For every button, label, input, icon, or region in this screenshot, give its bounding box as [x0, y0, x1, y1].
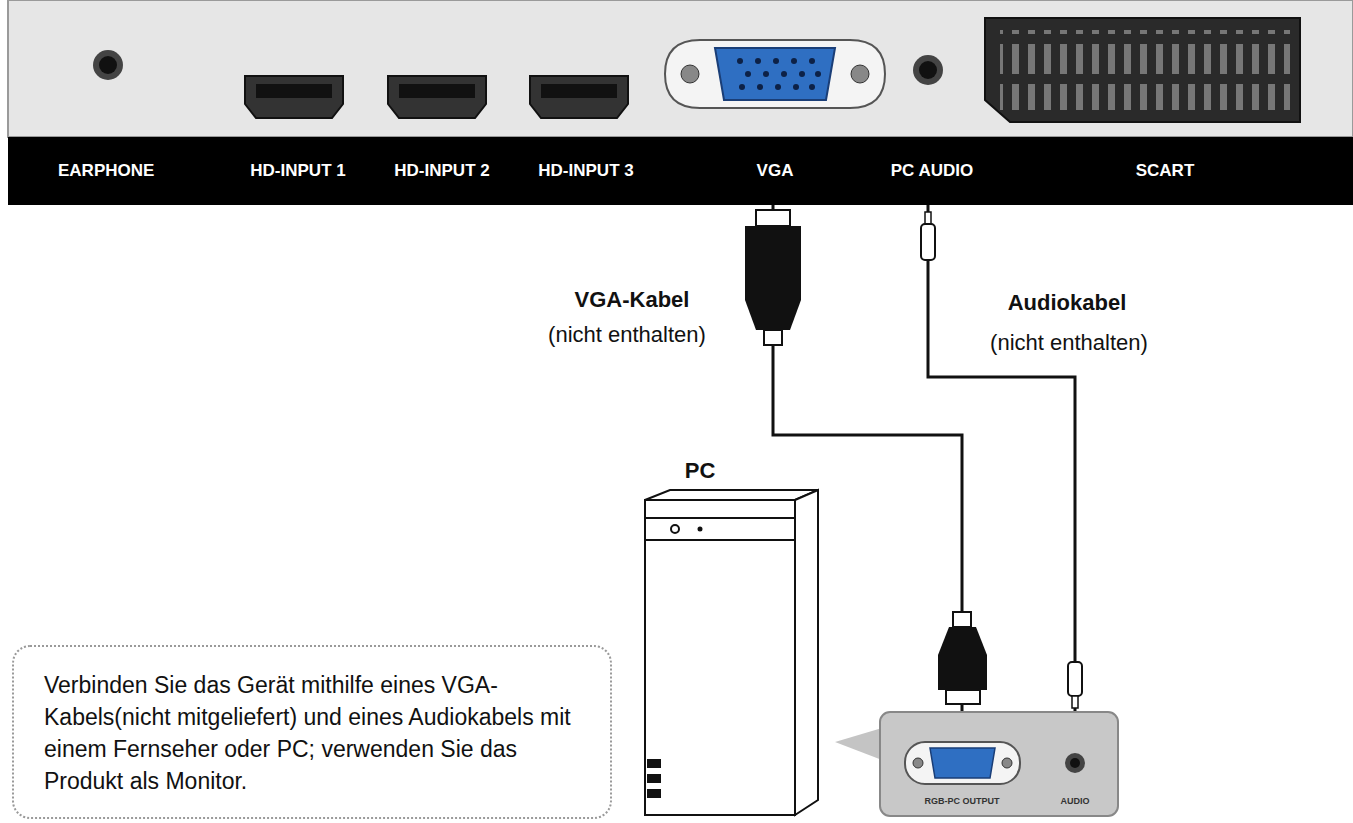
port-label: EARPHONE — [58, 161, 154, 181]
port-label: PC AUDIO — [891, 161, 974, 181]
pc-back-inset — [835, 712, 1118, 816]
cable — [928, 205, 1075, 712]
note-box: Verbinden Sie das Gerät mithilfe eines V… — [12, 645, 612, 819]
vga-port — [665, 40, 885, 108]
port-label-band: EARPHONE HD-INPUT 1 HD-INPUT 2 HD-INPUT 3 VG… — [8, 137, 1353, 205]
port-label: HD-INPUT 1 — [250, 161, 345, 181]
hdmi-ports — [245, 76, 628, 118]
cable-note: (nicht enthalten) — [548, 322, 706, 348]
pc-tower — [645, 490, 818, 815]
note-text: Verbinden Sie das Gerät mithilfe eines V… — [14, 647, 614, 797]
cable-name: VGA-Kabel — [575, 287, 690, 313]
scart-port — [985, 18, 1300, 122]
tv-panel — [8, 0, 1353, 137]
earphone-jack — [93, 50, 123, 80]
port-label: AUDIO — [1061, 796, 1090, 806]
port-label: RGB-PC OUTPUT — [925, 796, 1000, 806]
audio-plug-bottom — [1068, 662, 1082, 708]
port-label: VGA — [757, 161, 794, 181]
pc-output-panel: RGB-PC OUTPUT AUDIO — [880, 712, 1118, 816]
device-name: PC — [685, 458, 716, 484]
vga-plug-top — [745, 210, 801, 345]
port-label: HD-INPUT 3 — [538, 161, 633, 181]
port-label: HD-INPUT 2 — [394, 161, 489, 181]
audio-plug-top — [921, 212, 935, 260]
cable-name: Audiokabel — [1008, 290, 1127, 316]
pc-audio-jack — [913, 55, 943, 85]
port-label: SCART — [1136, 161, 1195, 181]
cable-note: (nicht enthalten) — [990, 330, 1148, 356]
vga-plug-bottom — [938, 612, 987, 704]
